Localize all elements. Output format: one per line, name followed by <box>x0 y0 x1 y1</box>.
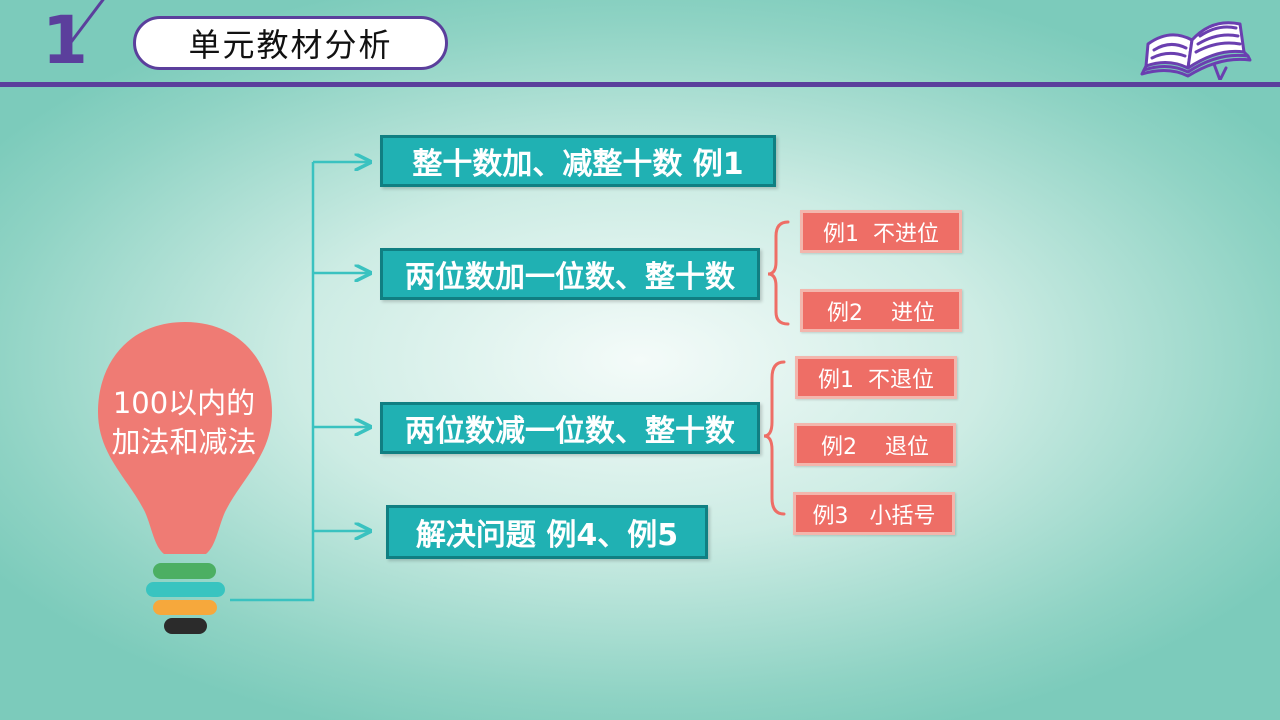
branch-4-box: 解决问题 例4、例5 <box>386 505 708 559</box>
bulb-band-green <box>153 563 216 579</box>
open-book-icon <box>1140 21 1252 80</box>
lightbulb-icon <box>98 322 272 634</box>
root-node-label: 100以内的加法和减法 <box>111 386 257 459</box>
section-number: 1 <box>42 2 88 79</box>
brace-branch-2 <box>767 220 790 326</box>
bulb-band-dark <box>164 618 207 634</box>
branch-3-example-1: 例1 不退位 <box>795 356 957 399</box>
branch-lines <box>230 162 370 602</box>
brace-branch-3 <box>763 360 786 516</box>
bulb-band-orange <box>153 600 217 615</box>
bulb-glass <box>98 322 272 554</box>
branch-2-box: 两位数加一位数、整十数 <box>380 248 760 300</box>
branch-3-example-2: 例2 退位 <box>794 423 956 466</box>
trunk-line <box>230 162 315 602</box>
branch-1-box: 整十数加、减整十数 例1 <box>380 135 776 187</box>
branch-2-example-2: 例2 进位 <box>800 289 962 332</box>
branch-2-example-1: 例1 不进位 <box>800 210 962 253</box>
bulb-band-teal <box>146 582 225 597</box>
branch-3-box: 两位数减一位数、整十数 <box>380 402 760 454</box>
page-title: 单元教材分析 <box>133 16 448 70</box>
header-underline <box>0 82 1280 87</box>
branch-3-example-3: 例3 小括号 <box>793 492 955 535</box>
